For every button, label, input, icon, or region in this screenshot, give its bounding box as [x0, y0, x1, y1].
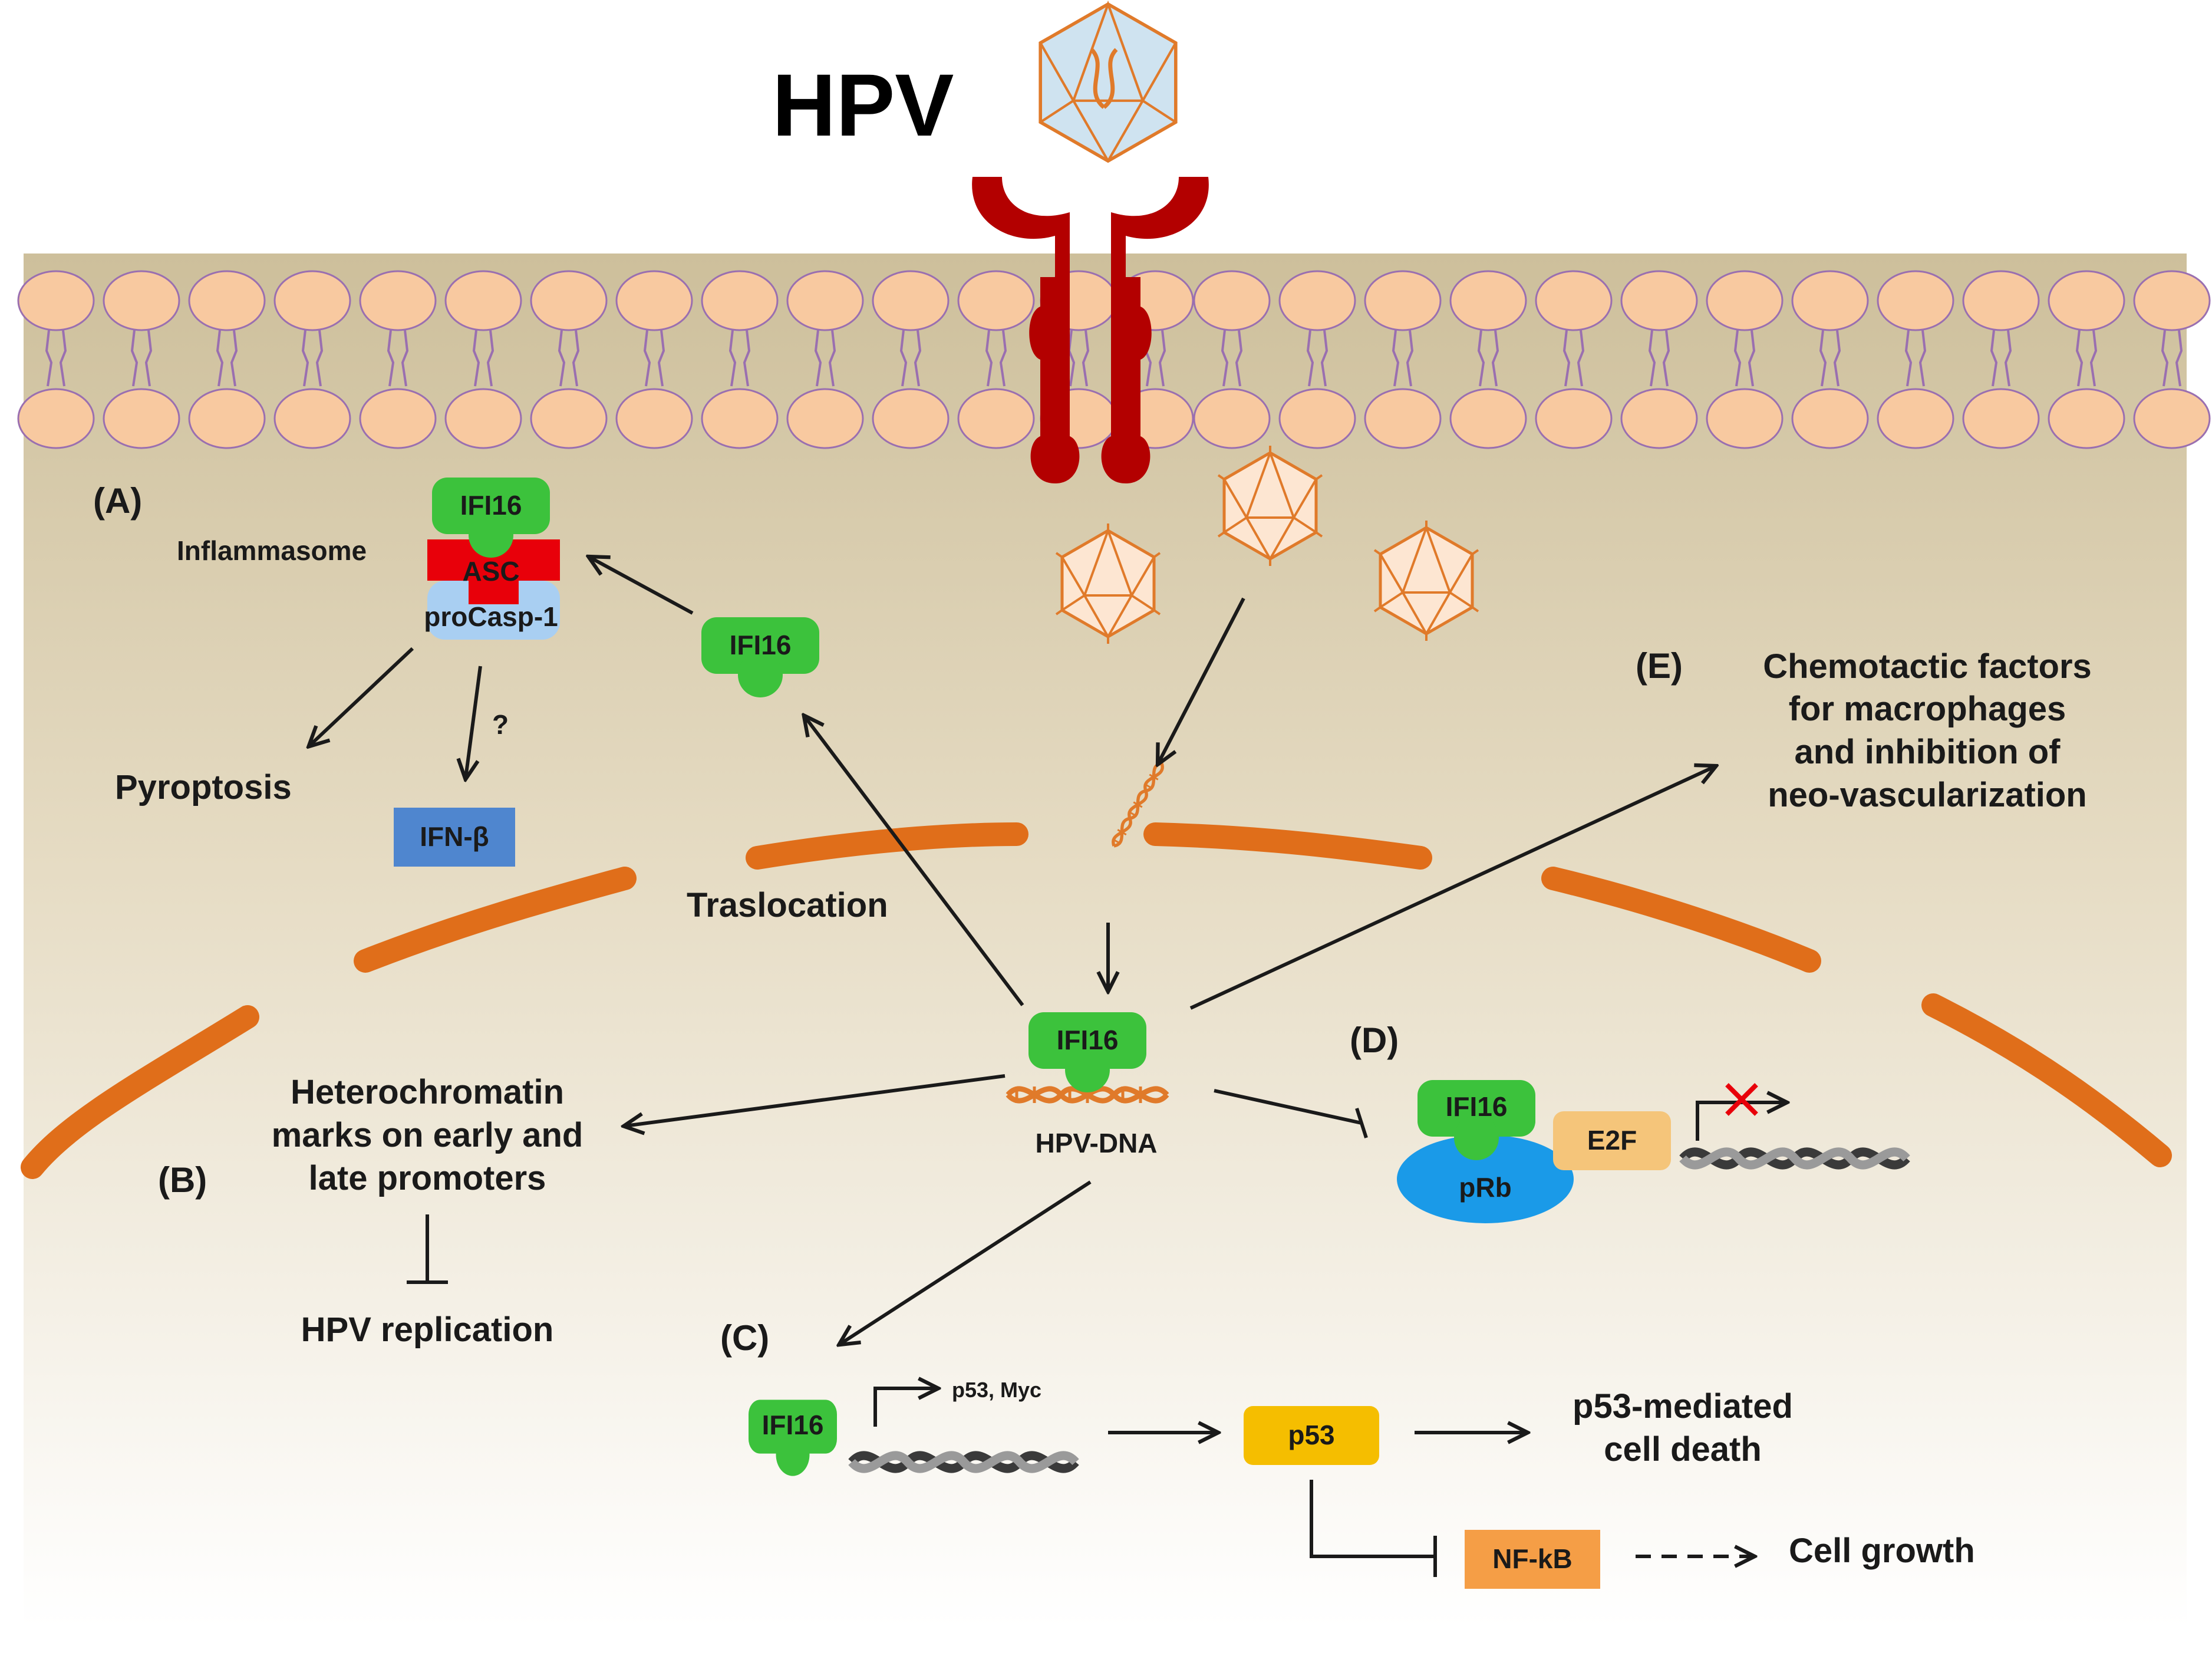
arrow-to-promoter	[840, 1180, 1092, 1344]
cell-growth-label: Cell growth	[1789, 1532, 1975, 1570]
inhibition-hpv-replication	[407, 1214, 448, 1284]
arrow-to-pyroptosis	[309, 647, 414, 746]
procasp1-box	[427, 581, 560, 640]
hpv-receptor	[972, 177, 1209, 483]
heterochromatin-line-1: Heterochromatin	[291, 1073, 564, 1111]
ifi16-prb-label: IFI16	[1446, 1091, 1508, 1122]
prb-label: pRb	[1459, 1172, 1511, 1203]
chemotactic-line-3: and inhibition of	[1794, 733, 2061, 771]
inhibition-bar-prb	[1355, 1108, 1368, 1138]
prb-e2f-complex	[1397, 1080, 1907, 1223]
traslocation-label: Traslocation	[687, 886, 888, 924]
p53-myc-promoter-dna-icon	[852, 1456, 1076, 1469]
arrow-to-inflammasome	[589, 557, 694, 615]
question-mark: ?	[492, 709, 509, 740]
heterochromatin-line-3: late promoters	[309, 1159, 546, 1197]
inflammasome-label: Inflammasome	[177, 535, 367, 566]
chemotactic-line-2: for macrophages	[1789, 690, 2066, 728]
ifn-beta-label: IFN-β	[420, 821, 489, 852]
panel-e-label: (E)	[1636, 646, 1683, 686]
pathway-arrows	[309, 557, 1753, 1577]
cytoplasm-background	[24, 253, 2187, 1627]
chemotactic-line-4: neo-vascularization	[1768, 776, 2086, 814]
nfkb-label: NF-kB	[1492, 1543, 1572, 1574]
ifn-beta-box	[394, 808, 515, 867]
inhibition-to-prb	[1214, 1089, 1362, 1125]
ifi16-cytoplasm-label: IFI16	[730, 630, 792, 660]
arrow-capsid-to-dna	[1158, 597, 1245, 763]
p53-death-line-1: p53-mediated	[1573, 1387, 1793, 1425]
arrow-to-heterochromatin	[625, 1074, 1006, 1126]
panel-c-label: (C)	[720, 1318, 769, 1358]
hpv-dna-label: HPV-DNA	[1035, 1128, 1157, 1158]
hpv-replication-label: HPV replication	[301, 1311, 554, 1349]
prb-shape	[1397, 1135, 1574, 1223]
blocked-transcription-icon	[1725, 1083, 1758, 1116]
arrow-to-chemotactic	[1189, 766, 1715, 1010]
arrow-to-ifn-beta	[466, 666, 482, 778]
nuclear-envelope	[21, 822, 2172, 1179]
p53-box	[1244, 1406, 1379, 1465]
heterochromatin-line-2: marks on early and	[272, 1116, 584, 1154]
ifi16-central-label: IFI16	[1057, 1025, 1119, 1055]
e2f-label: E2F	[1587, 1125, 1637, 1155]
e2f-target-dna-icon	[1683, 1152, 1907, 1165]
panel-b-label: (B)	[158, 1160, 207, 1200]
procasp1-label: proCasp-1	[424, 601, 558, 632]
chemotactic-line-1: Chemotactic factors	[1763, 647, 2092, 686]
e2f-box	[1553, 1111, 1671, 1170]
panel-d-label: (D)	[1350, 1020, 1399, 1060]
hpv-title: HPV	[772, 55, 954, 154]
panel-a-label: (A)	[93, 481, 142, 521]
nfkb-box	[1465, 1530, 1600, 1589]
arrow-translocation	[805, 716, 1024, 1006]
inhibition-nfkb	[1310, 1480, 1437, 1577]
inflammasome-complex: IFI16 ASC proCasp-1	[424, 478, 560, 640]
ifi16-promoter-label: IFI16	[762, 1410, 824, 1440]
asc-label: ASC	[462, 556, 519, 587]
p53-label: p53	[1288, 1420, 1334, 1450]
pyroptosis-label: Pyroptosis	[115, 768, 292, 806]
p53-death-line-2: cell death	[1604, 1430, 1762, 1469]
p53-myc-label: p53, Myc	[952, 1378, 1041, 1402]
ifi16-promoter-complex	[749, 1388, 1076, 1476]
ifi16-inflammasome-label: IFI16	[460, 490, 522, 521]
hpv-virion-icon	[1039, 0, 1178, 163]
